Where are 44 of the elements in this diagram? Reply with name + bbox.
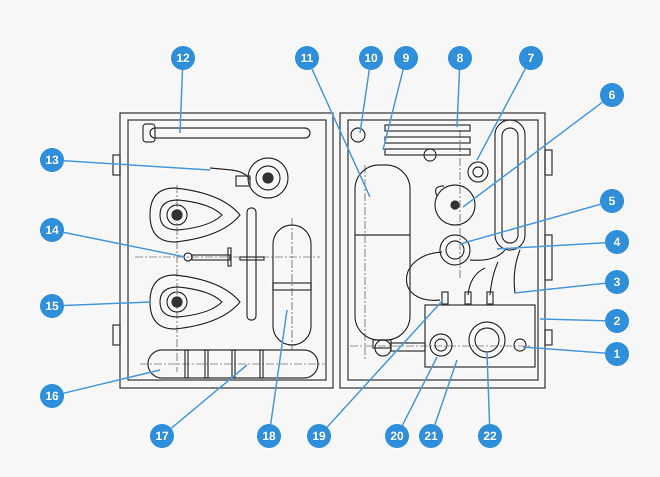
leader-line (270, 310, 288, 424)
callout-number: 20 (385, 424, 409, 448)
callout-number: 9 (394, 46, 418, 70)
callout-number: 19 (307, 424, 331, 448)
leader-line (496, 242, 606, 250)
leader-line (64, 160, 210, 171)
callout-number: 6 (600, 83, 624, 107)
callout-number: 2 (605, 309, 629, 333)
leader-line (460, 204, 601, 245)
callout-number: 1 (605, 342, 629, 366)
callout-number: 16 (40, 384, 64, 408)
leader-line (476, 68, 526, 160)
leader-line (434, 360, 458, 425)
callout-number: 22 (478, 424, 502, 448)
callout-number: 10 (359, 46, 383, 70)
leader-line (64, 369, 160, 394)
leader-line (514, 282, 606, 294)
leader-line (359, 70, 370, 134)
callout-number: 21 (419, 424, 443, 448)
leader-line (486, 352, 490, 424)
callout-number: 17 (150, 424, 174, 448)
callout-number: 15 (40, 294, 64, 318)
leader-line (382, 69, 404, 150)
leader-line (179, 70, 184, 134)
leader-line (170, 364, 248, 429)
callout-number: 5 (600, 189, 624, 213)
leader-line (402, 356, 438, 426)
callout-number: 18 (257, 424, 281, 448)
leader-line (326, 300, 444, 428)
leader-line (311, 68, 371, 198)
callout-number: 8 (448, 46, 472, 70)
leader-line (64, 232, 186, 258)
callout-number: 12 (171, 46, 195, 70)
callout-number: 4 (605, 230, 629, 254)
callout-number: 14 (40, 218, 64, 242)
callout-number: 13 (40, 148, 64, 172)
callout-number: 3 (605, 270, 629, 294)
leader-line (462, 102, 603, 208)
leader-line (522, 346, 606, 354)
leader-line (540, 318, 606, 322)
leader-line (64, 301, 150, 306)
callout-number: 7 (519, 46, 543, 70)
callout-number: 11 (295, 46, 319, 70)
leader-line (456, 70, 460, 128)
